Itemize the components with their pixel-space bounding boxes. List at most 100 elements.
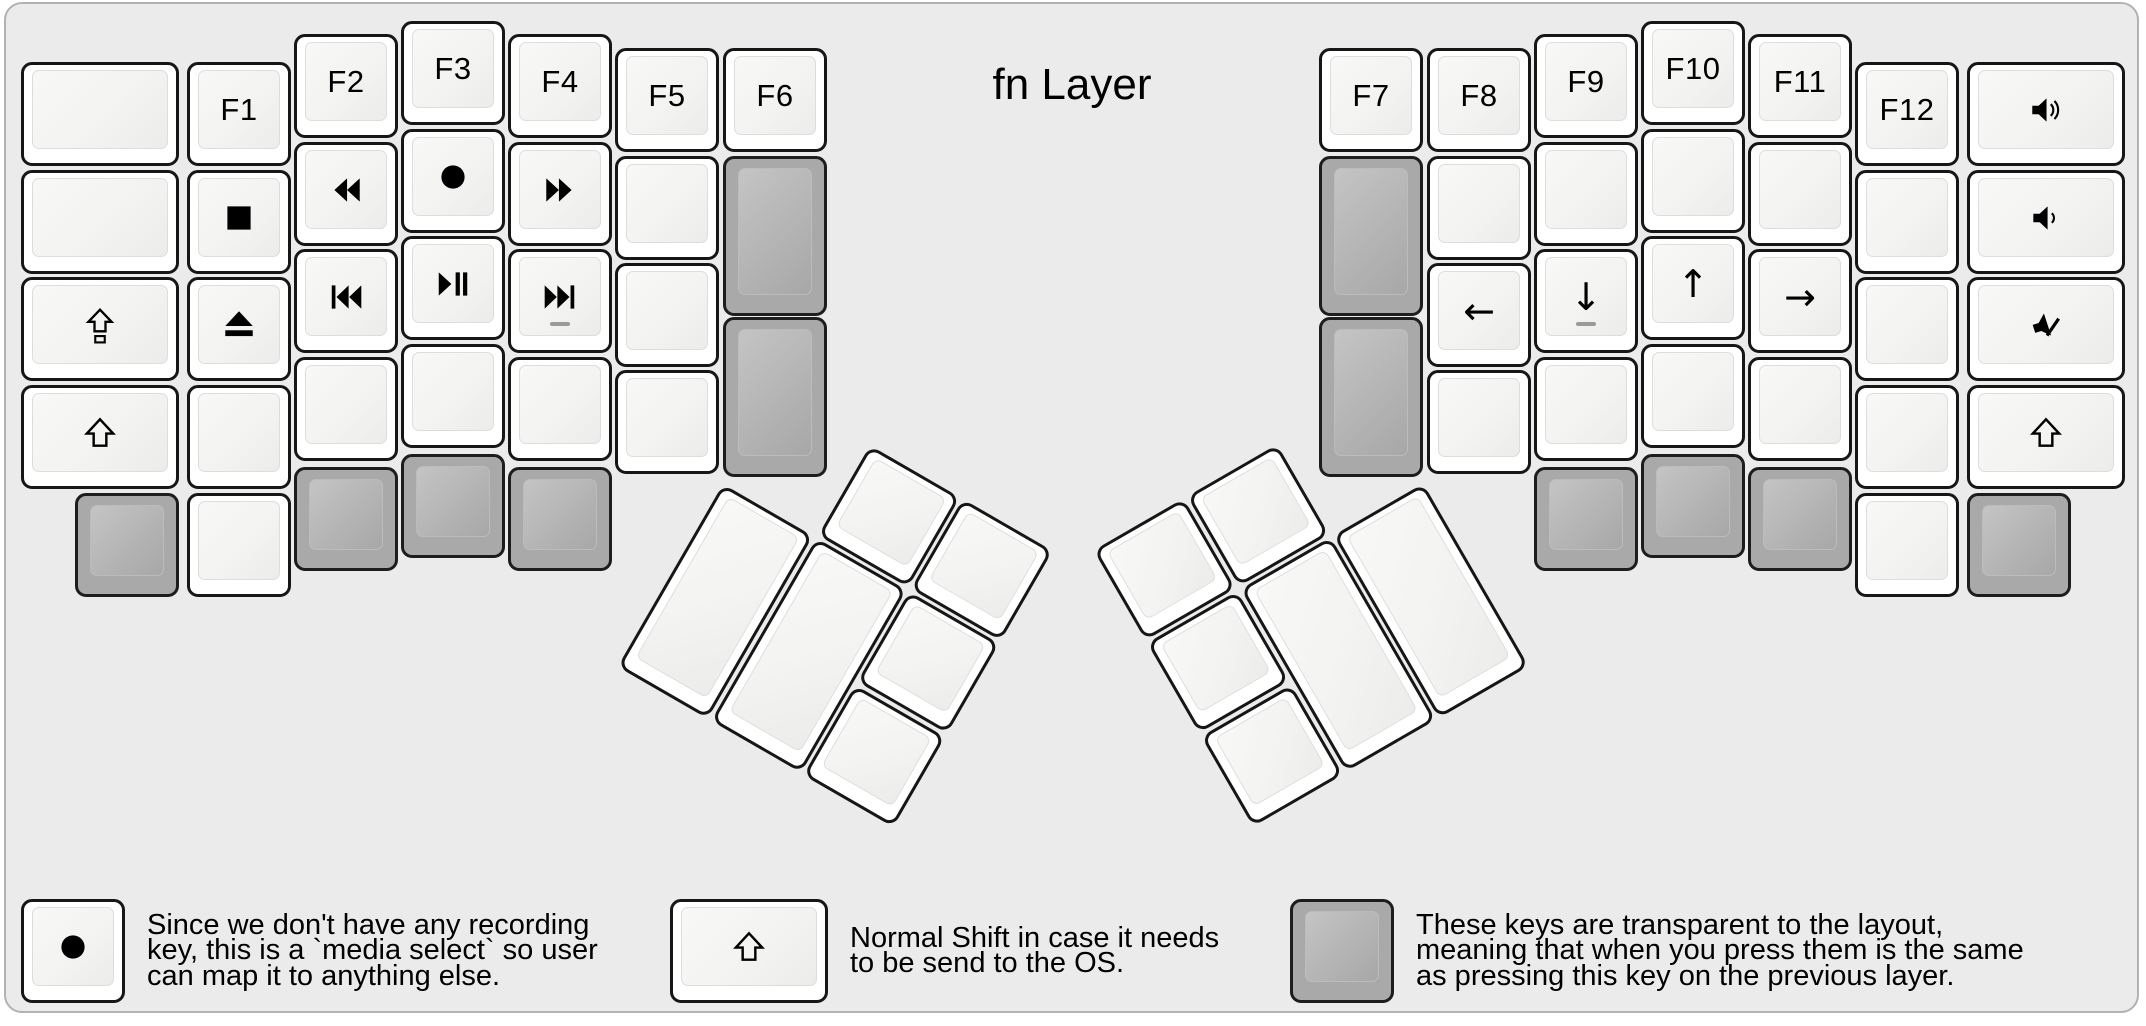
key-transparent-r6r2[interactable] <box>1319 156 1423 316</box>
key-blank-r3r2[interactable] <box>1641 129 1745 233</box>
keycap-surface: F10 <box>1652 29 1734 108</box>
key-blank-r5r2[interactable] <box>1427 156 1531 260</box>
stop-icon <box>220 199 258 237</box>
keycap-surface <box>1866 285 1948 364</box>
key-stop[interactable] <box>187 170 291 274</box>
keycap-surface <box>519 365 601 444</box>
key-label: ↓ <box>1570 274 1602 319</box>
key-transparent-r2r5[interactable] <box>1748 467 1852 571</box>
key-rewind[interactable] <box>294 142 398 246</box>
key-blank-l0r1[interactable] <box>21 62 179 166</box>
key-blank-l0r2[interactable] <box>21 170 179 274</box>
key-blank-r1r5[interactable] <box>1855 493 1959 597</box>
key-play-pause[interactable] <box>401 236 505 340</box>
keycap-surface <box>32 285 168 364</box>
keycap-surface <box>681 907 817 986</box>
keycap-surface <box>1978 70 2114 149</box>
key-record[interactable] <box>401 129 505 233</box>
keycap-surface: ↑ <box>1652 244 1734 323</box>
keycap-surface: F11 <box>1759 42 1841 121</box>
key-blank-r2r2[interactable] <box>1748 142 1852 246</box>
key-arrow-up[interactable]: ↑ <box>1641 236 1745 340</box>
key-blank-l5r2[interactable] <box>615 156 719 260</box>
key-blank-r1r2[interactable] <box>1855 170 1959 274</box>
key-f12[interactable]: F12 <box>1855 62 1959 166</box>
key-transparent-l6r2[interactable] <box>723 156 827 316</box>
key-blank-r1r3[interactable] <box>1855 277 1959 381</box>
key-prev-track[interactable] <box>294 249 398 353</box>
key-shift-left[interactable] <box>21 385 179 489</box>
key-volume-up[interactable] <box>1967 62 2125 166</box>
key-f8[interactable]: F8 <box>1427 48 1531 152</box>
keycap-surface <box>1652 352 1734 431</box>
key-blank-r4r2[interactable] <box>1534 142 1638 246</box>
key-blank-r2r4[interactable] <box>1748 357 1852 461</box>
key-blank-l1r4[interactable] <box>187 385 291 489</box>
key-f9[interactable]: F9 <box>1534 34 1638 138</box>
key-blank-l5r4[interactable] <box>615 370 719 474</box>
key-blank-r5r4[interactable] <box>1427 370 1531 474</box>
volume-mute-icon <box>2027 306 2065 344</box>
key-blank-l1r5[interactable] <box>187 493 291 597</box>
key-f5[interactable]: F5 <box>615 48 719 152</box>
key-f11[interactable]: F11 <box>1748 34 1852 138</box>
keycap-surface: F6 <box>734 56 816 135</box>
key-f7[interactable]: F7 <box>1319 48 1423 152</box>
legend-text: These keys are transparent to the layout… <box>1416 908 2024 990</box>
keycap-surface <box>1866 501 1948 580</box>
key-shift-right[interactable] <box>1967 385 2125 489</box>
key-transparent-l2r5[interactable] <box>294 467 398 571</box>
key-transparent-l4r5[interactable] <box>508 467 612 571</box>
legend-text: Normal Shift in case it needs to be send… <box>850 921 1220 979</box>
fast-forward-icon <box>541 171 579 209</box>
key-arrow-right[interactable]: → <box>1748 249 1852 353</box>
legend-line: meaning that when you press them is the … <box>1416 934 2024 967</box>
key-arrow-down[interactable]: ↓ <box>1534 249 1638 353</box>
key-volume-down[interactable] <box>1967 170 2125 274</box>
key-transparent-r3r5[interactable] <box>1641 454 1745 558</box>
key-blank-r4r4[interactable] <box>1534 357 1638 461</box>
legend-line: to be send to the OS. <box>850 947 1125 979</box>
key-eject[interactable] <box>187 277 291 381</box>
key-transparent-r4r5[interactable] <box>1534 467 1638 571</box>
key-blank-l2r4[interactable] <box>294 357 398 461</box>
key-f4[interactable]: F4 <box>508 34 612 138</box>
key-f3[interactable]: F3 <box>401 21 505 125</box>
legend-line: These keys are transparent to the layout… <box>1416 908 1944 941</box>
key-f10[interactable]: F10 <box>1641 21 1745 125</box>
keycap-surface <box>305 365 387 444</box>
key-transparent-l6r3[interactable] <box>723 317 827 477</box>
key-caps-lock[interactable] <box>21 277 179 381</box>
legend-sample-shift-key <box>670 899 828 1003</box>
keycap-surface <box>305 150 387 229</box>
keycap-surface <box>1866 178 1948 257</box>
keycap-surface: ↓ <box>1545 257 1627 336</box>
key-arrow-left[interactable]: ← <box>1427 263 1531 367</box>
legend-line: Normal Shift in case it needs <box>850 921 1220 954</box>
key-blank-r1r4[interactable] <box>1855 385 1959 489</box>
rewind-icon <box>327 171 365 209</box>
legend-sample-key <box>670 899 828 1003</box>
keycap-surface <box>198 501 280 580</box>
key-blank-l4r4[interactable] <box>508 357 612 461</box>
layer-title: fn Layer <box>992 60 1152 109</box>
key-f1[interactable]: F1 <box>187 62 291 166</box>
keycap-surface <box>1305 911 1379 982</box>
key-blank-l3r4[interactable] <box>401 344 505 448</box>
keycap-surface <box>412 352 494 431</box>
key-transparent-l0r5[interactable] <box>75 493 179 597</box>
key-volume-mute[interactable] <box>1967 277 2125 381</box>
key-f2[interactable]: F2 <box>294 34 398 138</box>
key-blank-l5r3[interactable] <box>615 263 719 367</box>
keycap-surface <box>412 244 494 323</box>
key-transparent-l3r5[interactable] <box>401 454 505 558</box>
key-blank-r3r4[interactable] <box>1641 344 1745 448</box>
key-transparent-r6r3[interactable] <box>1319 317 1423 477</box>
key-transparent-r0r5[interactable] <box>1967 493 2071 597</box>
key-next-track[interactable] <box>508 249 612 353</box>
key-f6[interactable]: F6 <box>723 48 827 152</box>
key-fast-forward[interactable] <box>508 142 612 246</box>
keycap-surface <box>1978 178 2114 257</box>
keycap-surface <box>32 70 168 149</box>
